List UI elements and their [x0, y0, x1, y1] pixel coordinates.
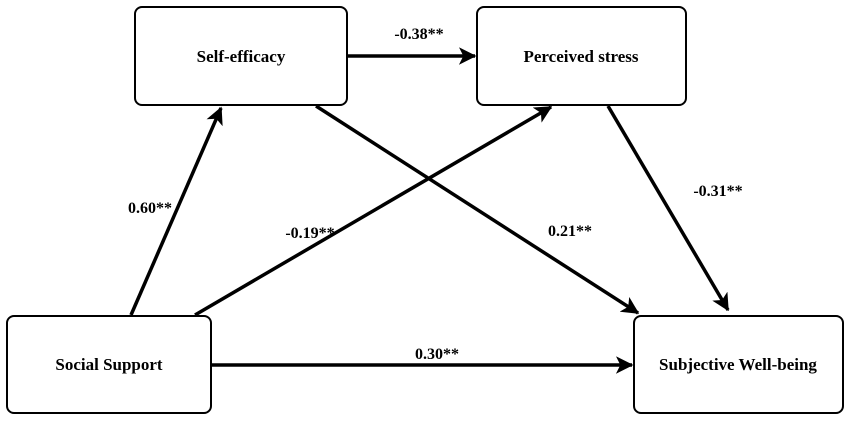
node-box: [476, 6, 687, 106]
coefficient-self-efficacy-to-wellbeing: 0.21**: [548, 223, 592, 240]
arrow-self-efficacy-to-wellbeing: [315, 104, 640, 315]
node-box: [6, 315, 212, 414]
node-perceived-stress: Perceived stress: [476, 6, 687, 106]
node-box: [134, 6, 348, 106]
coefficient-self-efficacy-to-perceived-stress: -0.38**: [394, 26, 443, 43]
path-arrows: [129, 47, 730, 374]
node-label: Social Support: [55, 355, 163, 374]
node-subjective-wellbeing: Subjective Well-being: [633, 315, 844, 414]
node-label: Subjective Well-being: [659, 355, 817, 374]
coefficient-social-support-to-self-efficacy: 0.60**: [128, 200, 172, 217]
arrow-perceived-stress-to-wellbeing: [606, 105, 730, 312]
path-coefficients: -0.38** 0.60** -0.19** 0.21** -0.31** 0.…: [128, 26, 743, 363]
node-self-efficacy: Self-efficacy: [134, 6, 348, 106]
coefficient-perceived-stress-to-wellbeing: -0.31**: [693, 183, 742, 200]
node-social-support: Social Support: [6, 315, 212, 414]
coefficient-social-support-to-wellbeing: 0.30**: [415, 346, 459, 363]
arrow-social-support-to-perceived-stress: [194, 105, 553, 317]
arrow-social-support-to-self-efficacy: [129, 106, 223, 316]
node-box: [633, 315, 844, 414]
coefficient-social-support-to-perceived-stress: -0.19**: [285, 225, 334, 242]
node-label: Self-efficacy: [197, 47, 286, 66]
node-label: Perceived stress: [523, 47, 638, 66]
